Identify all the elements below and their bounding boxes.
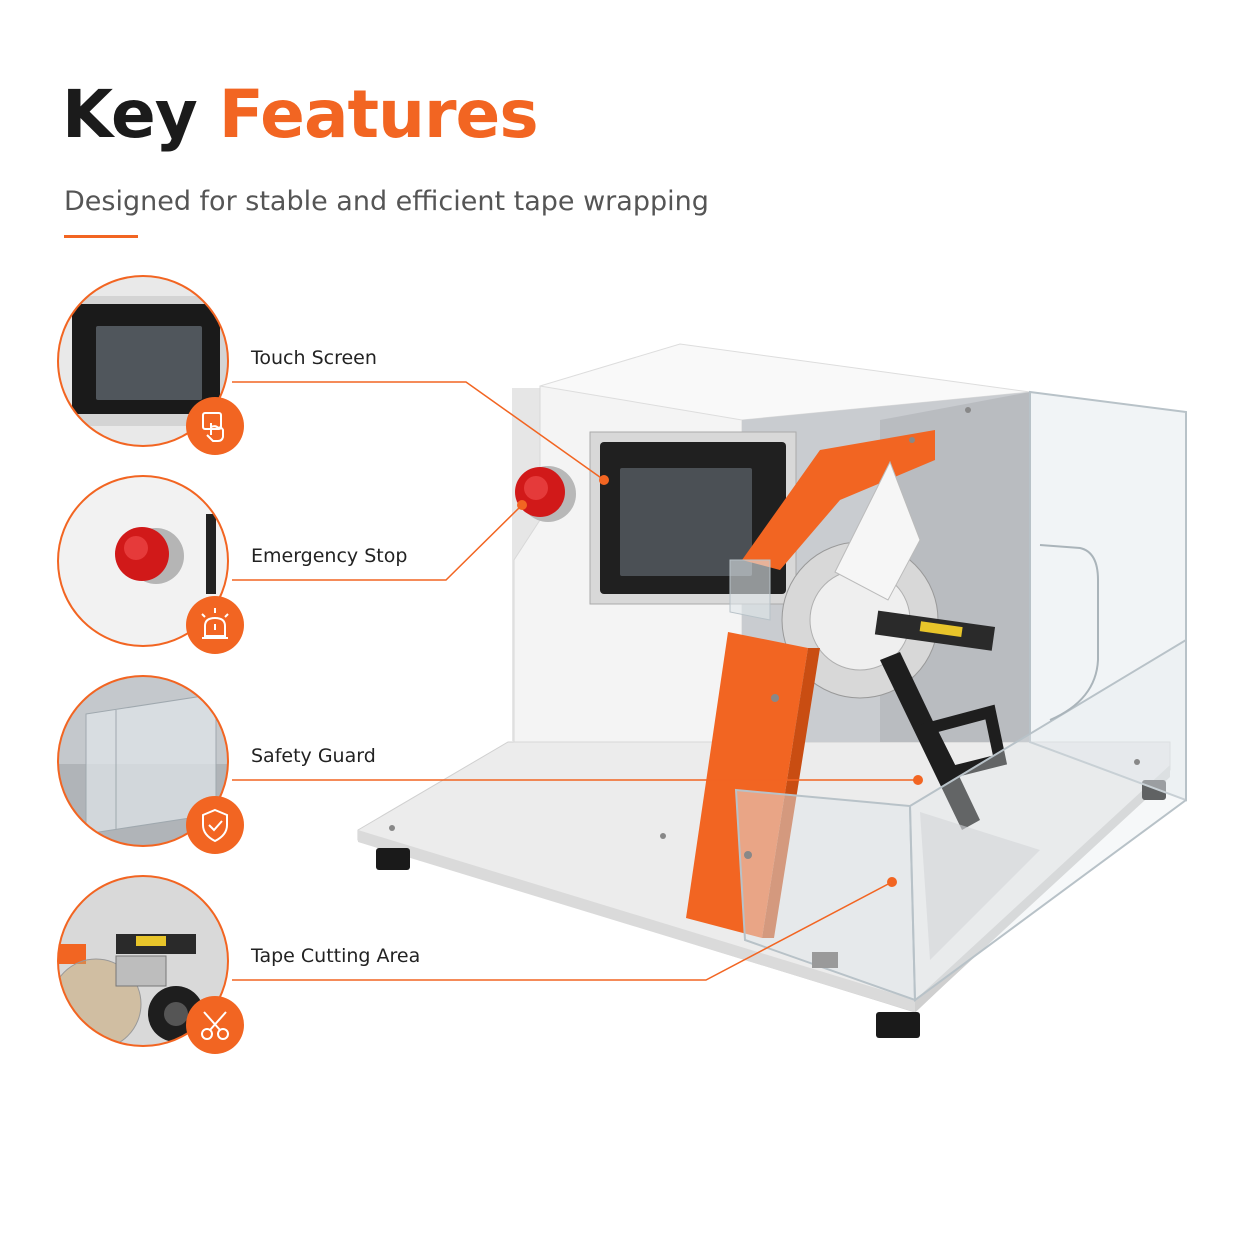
feature-label-emergency-stop: Emergency Stop (251, 545, 408, 567)
tape-cutting-area-thumbnail (57, 875, 229, 1047)
accent-divider (64, 235, 138, 238)
page-subtitle: Designed for stable and efficient tape w… (64, 186, 709, 217)
shield-check-icon (186, 796, 244, 854)
title-key: Key (62, 76, 198, 153)
feature-label-tape-cutting-area: Tape Cutting Area (251, 945, 421, 967)
page-title: Key Features (62, 82, 539, 148)
feature-label-safety-guard: Safety Guard (251, 745, 376, 767)
alarm-light-icon (186, 596, 244, 654)
feature-label-touch-screen: Touch Screen (251, 347, 377, 369)
title-features: Features (218, 76, 539, 153)
touch-screen-thumbnail (57, 275, 229, 447)
scissors-icon (186, 996, 244, 1054)
touch-hand-icon (186, 397, 244, 455)
